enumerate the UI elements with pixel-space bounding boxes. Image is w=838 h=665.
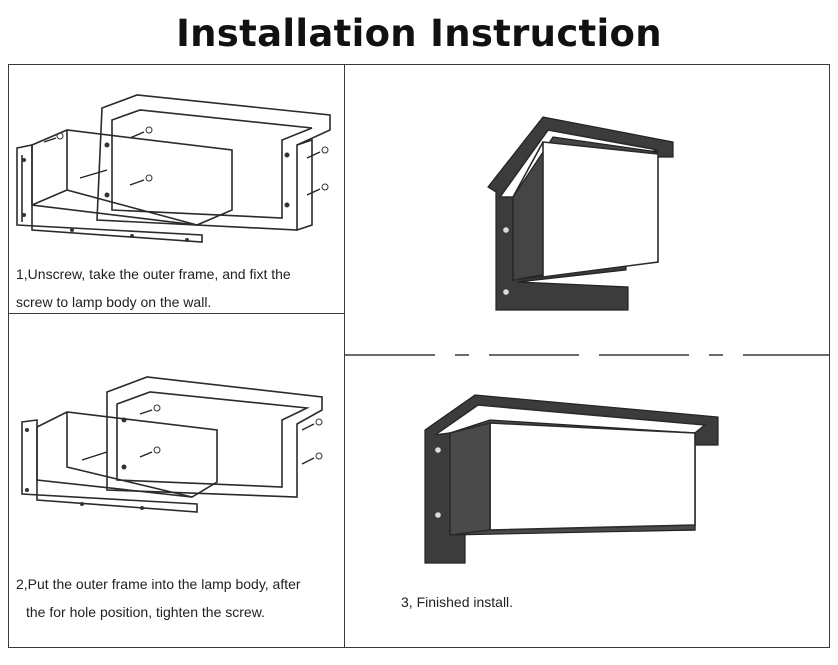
step2-caption: 2,Put the outer frame into the lamp body… [16,570,301,626]
left-horizontal-divider [8,313,345,314]
page-title: Installation Instruction [176,12,662,55]
step1-caption: 1,Unscrew, take the outer frame, and fix… [16,260,291,316]
finished-lamp-side-view [487,116,674,311]
step3-line1: 3, Finished install. [401,594,514,610]
step1-line1: 1,Unscrew, take the outer frame, and fix… [16,266,291,282]
step3-caption: 3, Finished install. [401,588,513,616]
finished-lamp-front-view [424,394,719,564]
vertical-divider [344,64,345,648]
instruction-frame [8,64,830,648]
dashed-divider [345,354,830,356]
step1-line2: screw to lamp body on the wall. [16,294,212,310]
step2-line1: 2,Put the outer frame into the lamp body… [16,576,301,592]
step1-illustration [16,94,331,243]
step2-line2: the for hole position, tighten the screw… [26,604,265,620]
step2-illustration [21,376,323,513]
